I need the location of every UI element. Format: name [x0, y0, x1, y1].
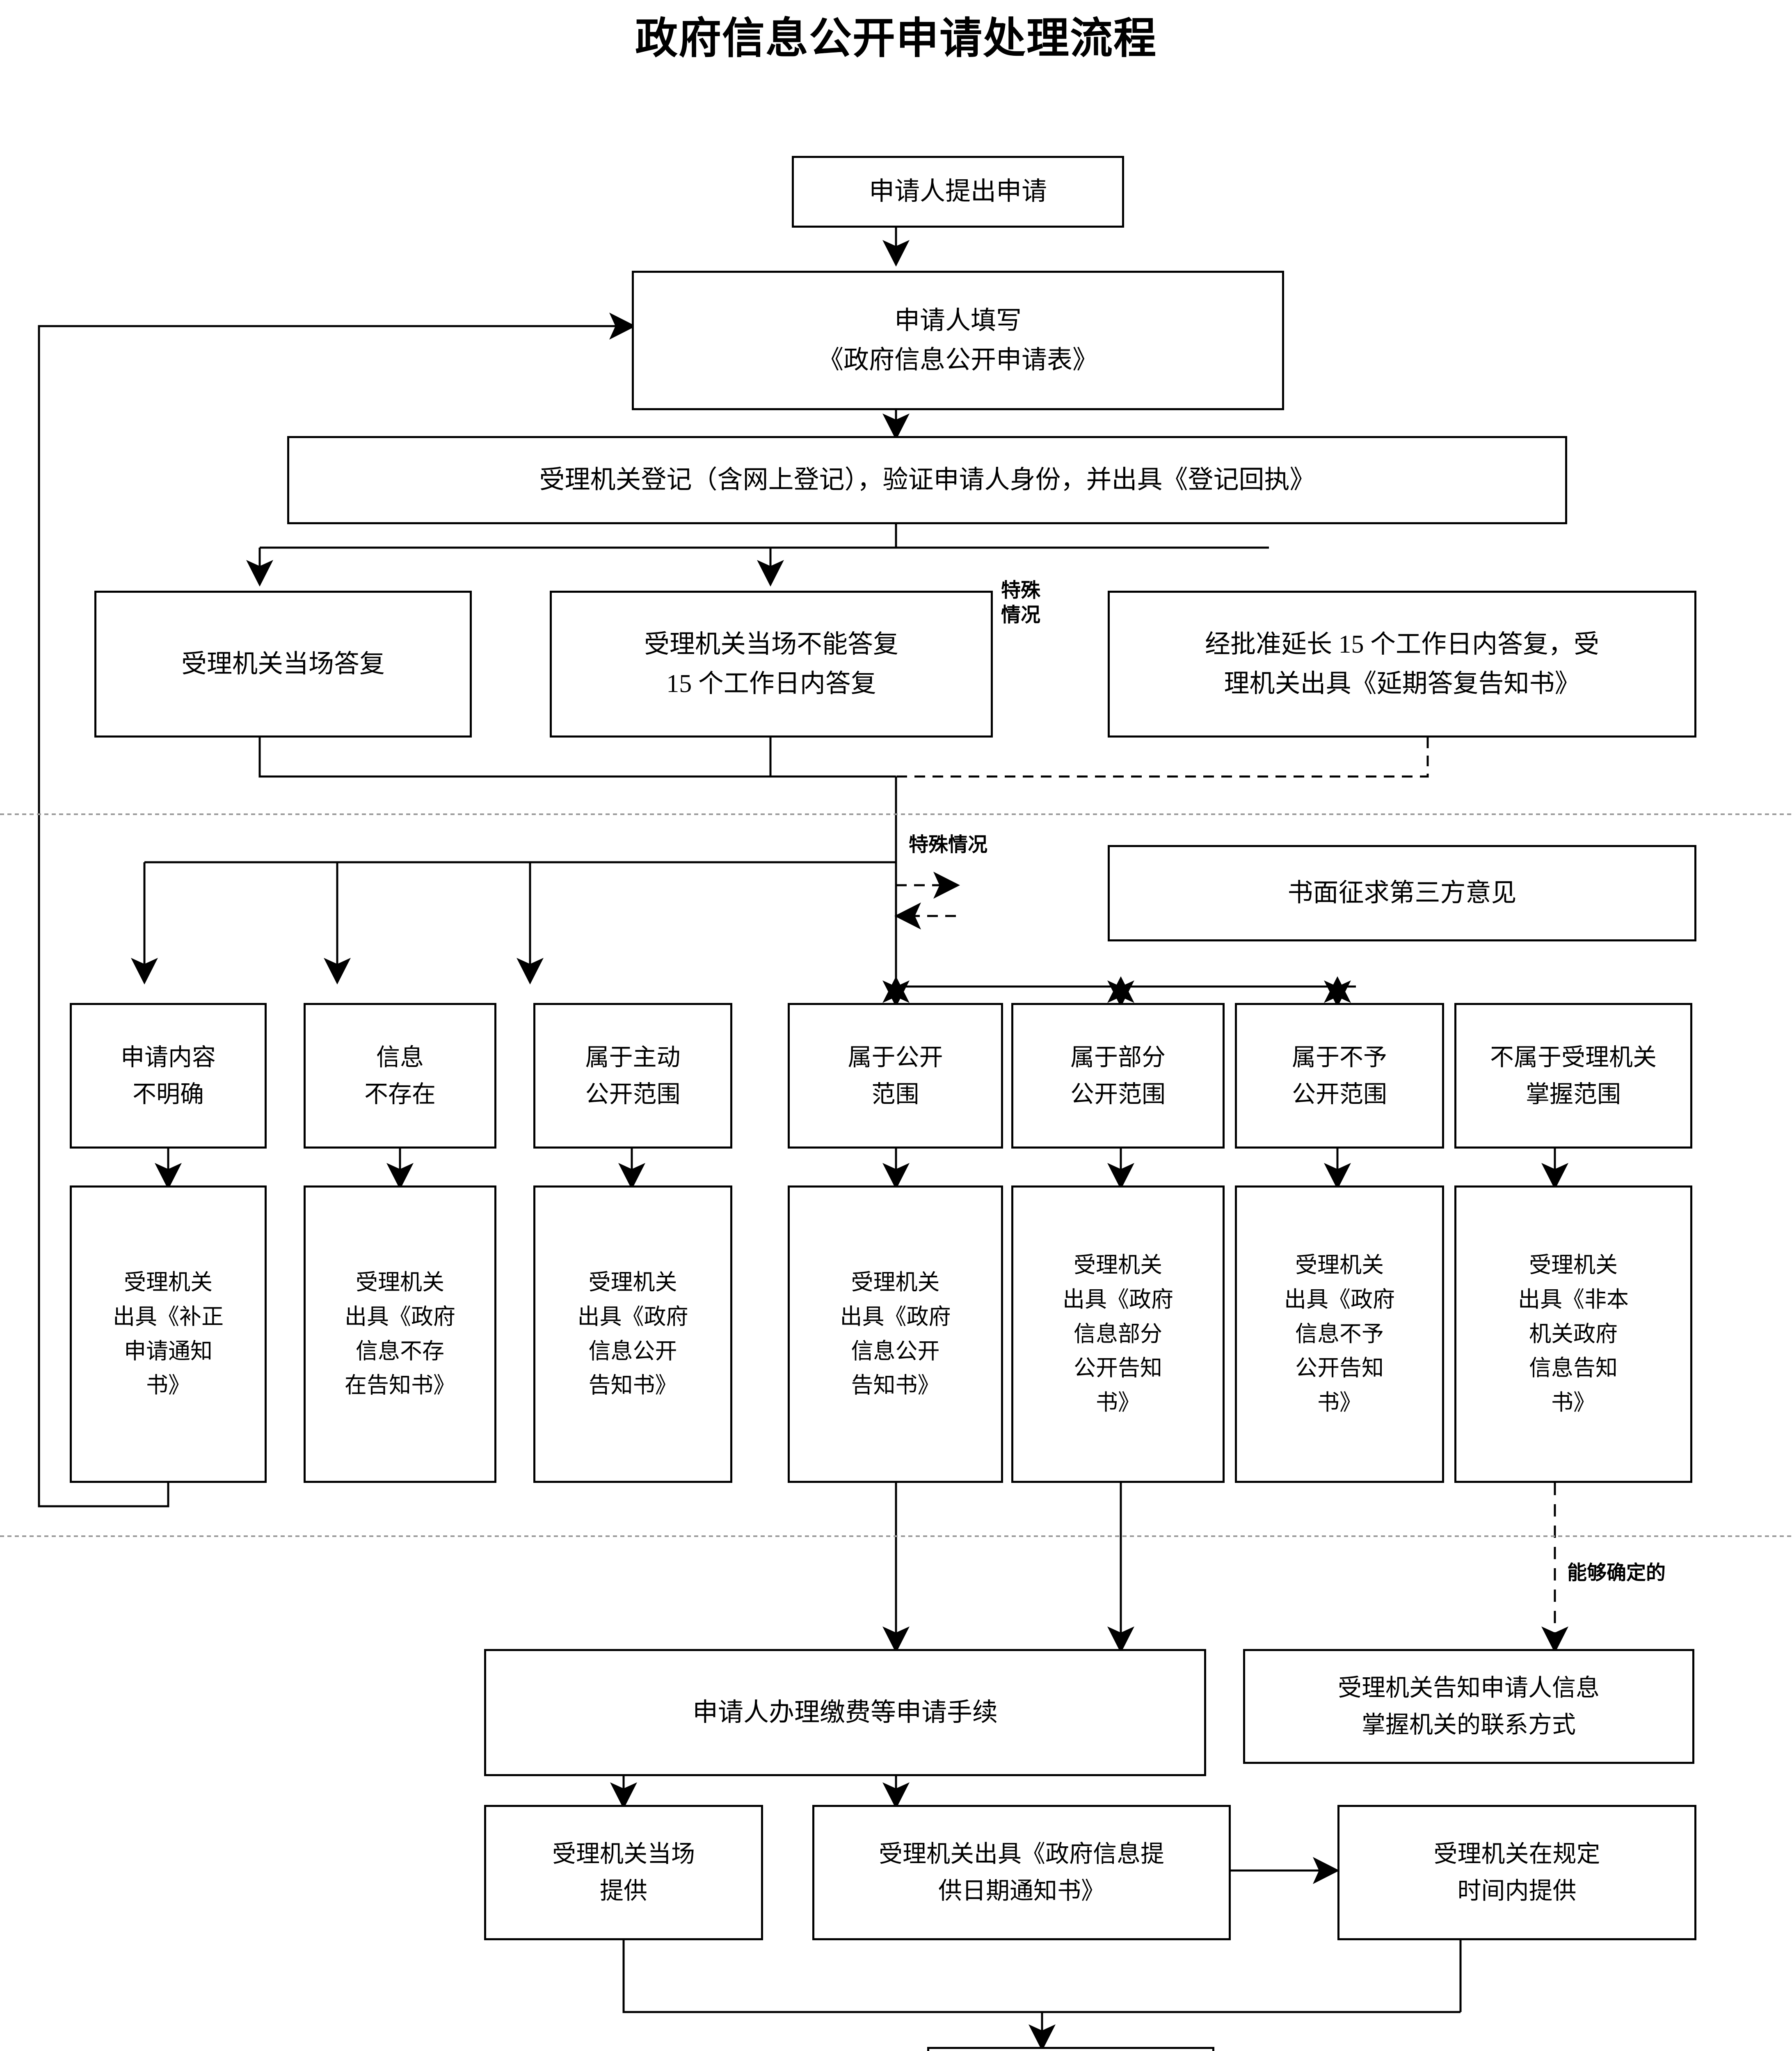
node-provide-date-notice[interactable]: 受理机关出具《政府信息提 供日期通知书》	[812, 1805, 1231, 1940]
edge-label-special-case-extend: 特殊 情况	[1001, 580, 1041, 626]
node-inform-contact[interactable]: 受理机关告知申请人信息 掌握机关的联系方式	[1243, 1649, 1694, 1764]
node-doc-not-exist-notice[interactable]: 受理机关 出具《政府 信息不存 在告知书》	[304, 1185, 496, 1483]
node-onsite-reply[interactable]: 受理机关当场答复	[94, 591, 472, 738]
node-category-nondisclose[interactable]: 属于不予 公开范围	[1235, 1003, 1444, 1149]
node-category-proactive[interactable]: 属于主动 公开范围	[533, 1003, 732, 1149]
node-pay-fee[interactable]: 申请人办理缴费等申请手续	[484, 1649, 1206, 1776]
node-doc-not-held-notice[interactable]: 受理机关 出具《非本 机关政府 信息告知 书》	[1454, 1185, 1692, 1483]
node-category-not-exist[interactable]: 信息 不存在	[304, 1003, 496, 1149]
node-apply[interactable]: 申请人提出申请	[792, 156, 1124, 228]
node-doc-proactive-disclosure-notice[interactable]: 受理机关 出具《政府 信息公开 告知书》	[533, 1185, 732, 1483]
node-category-public[interactable]: 属于公开 范围	[788, 1003, 1003, 1149]
node-provide-in-time[interactable]: 受理机关在规定 时间内提供	[1337, 1805, 1696, 1940]
node-fill-form[interactable]: 申请人填写 《政府信息公开申请表》	[632, 271, 1284, 410]
node-doc-public-disclosure-notice[interactable]: 受理机关 出具《政府 信息公开 告知书》	[788, 1185, 1003, 1483]
node-doc-partial-disclosure-notice[interactable]: 受理机关 出具《政府 信息部分 公开告知 书》	[1011, 1185, 1225, 1483]
edge-label-determinable: 能够确定的	[1567, 1562, 1666, 1584]
edge-label-special-case-third-party: 特殊情况	[909, 834, 988, 856]
node-extend-reply[interactable]: 经批准延长 15 个工作日内答复，受 理机关出具《延期答复告知书》	[1108, 591, 1696, 738]
node-provide-onsite[interactable]: 受理机关当场 提供	[484, 1805, 763, 1940]
node-category-not-held[interactable]: 不属于受理机关 掌握范围	[1454, 1003, 1692, 1149]
node-category-partial[interactable]: 属于部分 公开范围	[1011, 1003, 1225, 1149]
node-doc-correction-notice[interactable]: 受理机关 出具《补正 申请通知 书》	[70, 1185, 267, 1483]
node-cannot-onsite[interactable]: 受理机关当场不能答复 15 个工作日内答复	[550, 591, 993, 738]
node-third-party-opinion[interactable]: 书面征求第三方意见	[1108, 845, 1696, 941]
node-category-unclear[interactable]: 申请内容 不明确	[70, 1003, 267, 1149]
page-title: 政府信息公开申请处理流程	[635, 15, 1157, 62]
node-sign-receipt[interactable]: 申请人签收	[927, 2047, 1214, 2051]
node-register[interactable]: 受理机关登记（含网上登记），验证申请人身份，并出具《登记回执》	[287, 436, 1567, 524]
node-doc-nondisclosure-notice[interactable]: 受理机关 出具《政府 信息不予 公开告知 书》	[1235, 1185, 1444, 1483]
